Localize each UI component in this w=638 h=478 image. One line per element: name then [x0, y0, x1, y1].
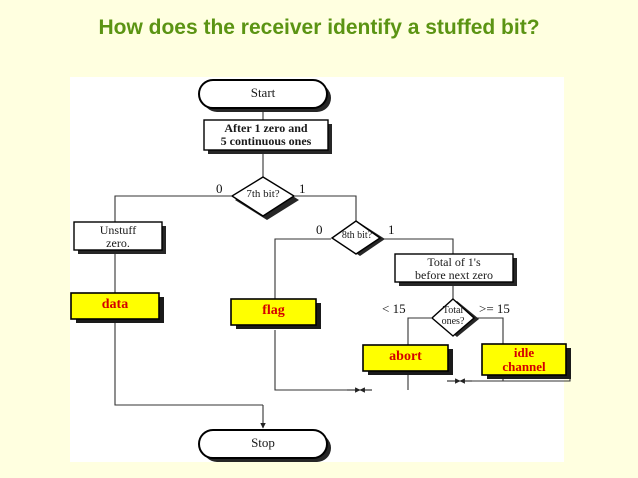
edge-label-total-less: < 15	[382, 301, 406, 316]
edge-seventh-one	[295, 195, 357, 222]
node-stop-shape	[198, 429, 331, 462]
edge-data-to-merge	[114, 322, 263, 406]
node-flag-shape	[230, 298, 321, 329]
page-title: How does the receiver identify a stuffed…	[98, 16, 540, 39]
node-unstuff-zero-shape	[73, 221, 166, 254]
edge-flag-to-merge	[274, 330, 360, 391]
edge-label-eighth-one: 1	[388, 222, 395, 237]
edge-total-greater	[475, 317, 504, 344]
node-eighth-bit-shape	[330, 220, 385, 256]
edge-seventh-zero	[114, 195, 231, 222]
node-start-shape	[198, 79, 331, 112]
edge-total-less	[407, 317, 431, 346]
edge-eighth-one	[381, 238, 454, 254]
node-seventh-bit-shape	[230, 176, 299, 220]
node-data-shape	[70, 292, 164, 323]
edge-eighth-zero	[274, 238, 331, 300]
edge-label-seventh-one: 1	[299, 181, 306, 196]
node-total-ones-shape	[430, 298, 479, 337]
edge-label-seventh-zero: 0	[216, 181, 223, 196]
node-abort-shape	[362, 344, 453, 375]
node-idle-channel-shape	[481, 343, 571, 379]
edge-label-total-greater: >= 15	[479, 301, 510, 316]
edge-label-eighth-zero: 0	[316, 222, 323, 237]
node-total-count-shape	[394, 253, 517, 286]
node-after-condition-shape	[203, 119, 332, 154]
